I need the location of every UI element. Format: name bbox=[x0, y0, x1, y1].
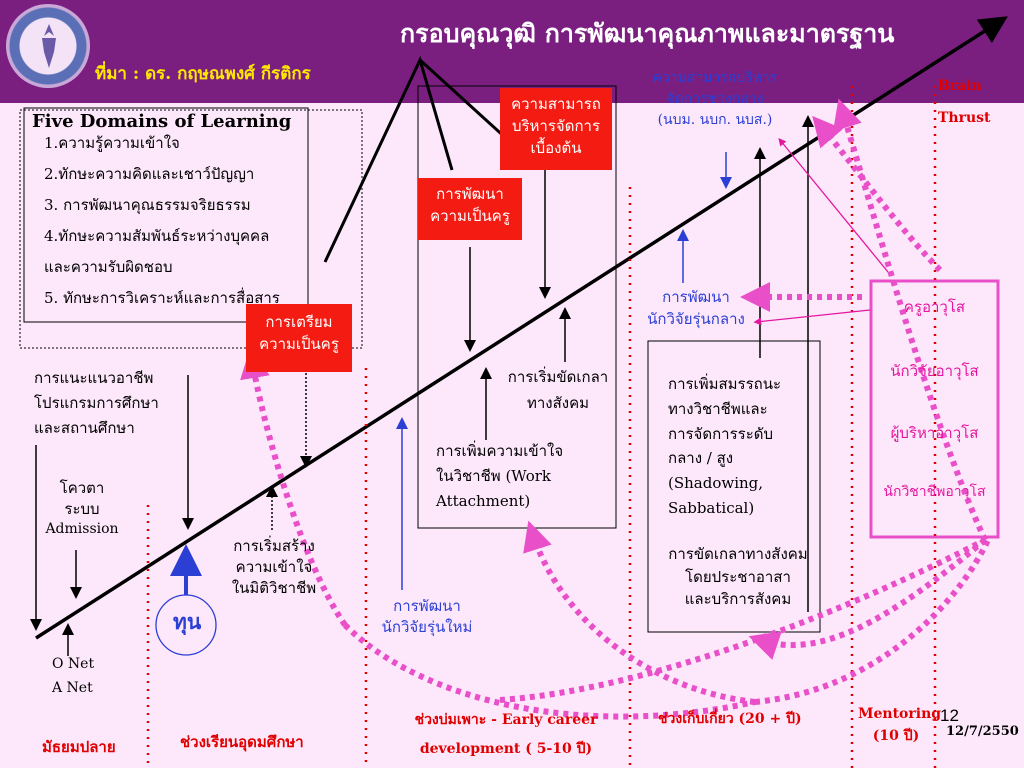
page-title: กรอบคุณวุฒิ การพัฒนาคุณภาพและมาตรฐาน bbox=[400, 19, 895, 48]
university-logo bbox=[6, 4, 90, 88]
source-credit: ที่มา : ดร. กฤษณพงศ์ กีรติกร bbox=[95, 64, 311, 84]
career-guidance-label: การแนะแนวอาชีพ โปรแกรมการศึกษา และสถานศึ… bbox=[34, 369, 159, 437]
five-domains-heading: Five Domains of Learning bbox=[32, 111, 292, 132]
prepare-teacher-box: การเตรียม ความเป็นครู bbox=[246, 304, 352, 372]
develop-teacher-box: การพัฒนา ความเป็นครู bbox=[418, 178, 522, 240]
anet-label: A Net bbox=[52, 680, 93, 696]
new-researcher-label: การพัฒนา นักวิจัยรุ่นใหม่ bbox=[381, 597, 473, 636]
logo-emblem-icon bbox=[42, 24, 56, 68]
senior-professional: นักวิชาชีพอาวุโส bbox=[883, 484, 986, 500]
domain-item-2: 2.ทักษะความคิดและเชาว์ปัญญา bbox=[44, 165, 255, 183]
thrust-label: Thrust bbox=[938, 110, 991, 126]
social-start-label: การเริ่มขัดเกลา ทางสังคม bbox=[507, 368, 609, 413]
build-understanding-label: การเริ่มสร้าง ความเข้าใจ ในมิติวิชาชีพ bbox=[231, 537, 317, 597]
mid-admin-label: ความสามารถบริหาร จัดการช่วงกลาง (นบม. นบ… bbox=[652, 70, 778, 128]
slide-date: 12/7/2550 bbox=[946, 724, 1019, 739]
scholarship-label: ทุน bbox=[173, 609, 202, 634]
brain-label: Brain bbox=[938, 78, 982, 94]
phase-early-career: ช่วงบ่มเพาะ - Early career development (… bbox=[414, 712, 598, 758]
mid-researcher-label: การพัฒนา นักวิจัยรุ่นกลาง bbox=[647, 288, 745, 328]
phase-harvest: ช่วงเก็บเกี่ยว (20 + ปี) bbox=[658, 711, 802, 727]
domain-item-3: 3. การพัฒนาคุณธรรมจริยธรรม bbox=[44, 196, 251, 214]
domain-item-5: 5. ทักษะการวิเคราะห์และการสื่อสาร bbox=[44, 289, 280, 307]
slide-number: 12 bbox=[940, 706, 959, 725]
capacity-label: การเพิ่มสมรรถนะ ทางวิชาชีพและ การจัดการร… bbox=[668, 375, 782, 517]
domain-item-4b: และความรับผิดชอบ bbox=[44, 258, 173, 276]
phase-secondary: มัธยมปลาย bbox=[42, 738, 116, 756]
phase-mentoring: Mentoring (10 ปี) bbox=[858, 706, 942, 744]
senior-administrator: ผู้บริหาอาวุโส bbox=[890, 424, 979, 442]
phase-higher-ed: ช่วงเรียนอุดมศึกษา bbox=[180, 733, 304, 751]
domain-item-4: 4.ทักษะความสัมพันธ์ระหว่างบุคคล bbox=[44, 227, 270, 245]
phase-separators bbox=[146, 86, 937, 768]
quota-label: โควตา ระบบ Admission bbox=[45, 479, 119, 537]
domain-item-1: 1.ความรู้ความเข้าใจ bbox=[44, 134, 180, 152]
social-refine-label: การขัดเกลาทางสังคม โดยประชาอาสา และบริกา… bbox=[668, 545, 808, 608]
onet-label: O Net bbox=[52, 656, 95, 672]
work-attachment-label: การเพิ่มความเข้าใจ ในวิชาชีพ (Work Attac… bbox=[436, 442, 564, 510]
senior-researcher: นักวิจัยอาวุโส bbox=[890, 362, 979, 380]
basic-admin-box: ความสามารถ บริหารจัดการ เบื้องต้น bbox=[500, 88, 612, 170]
senior-teacher: ครูอาวุโส bbox=[903, 298, 966, 316]
